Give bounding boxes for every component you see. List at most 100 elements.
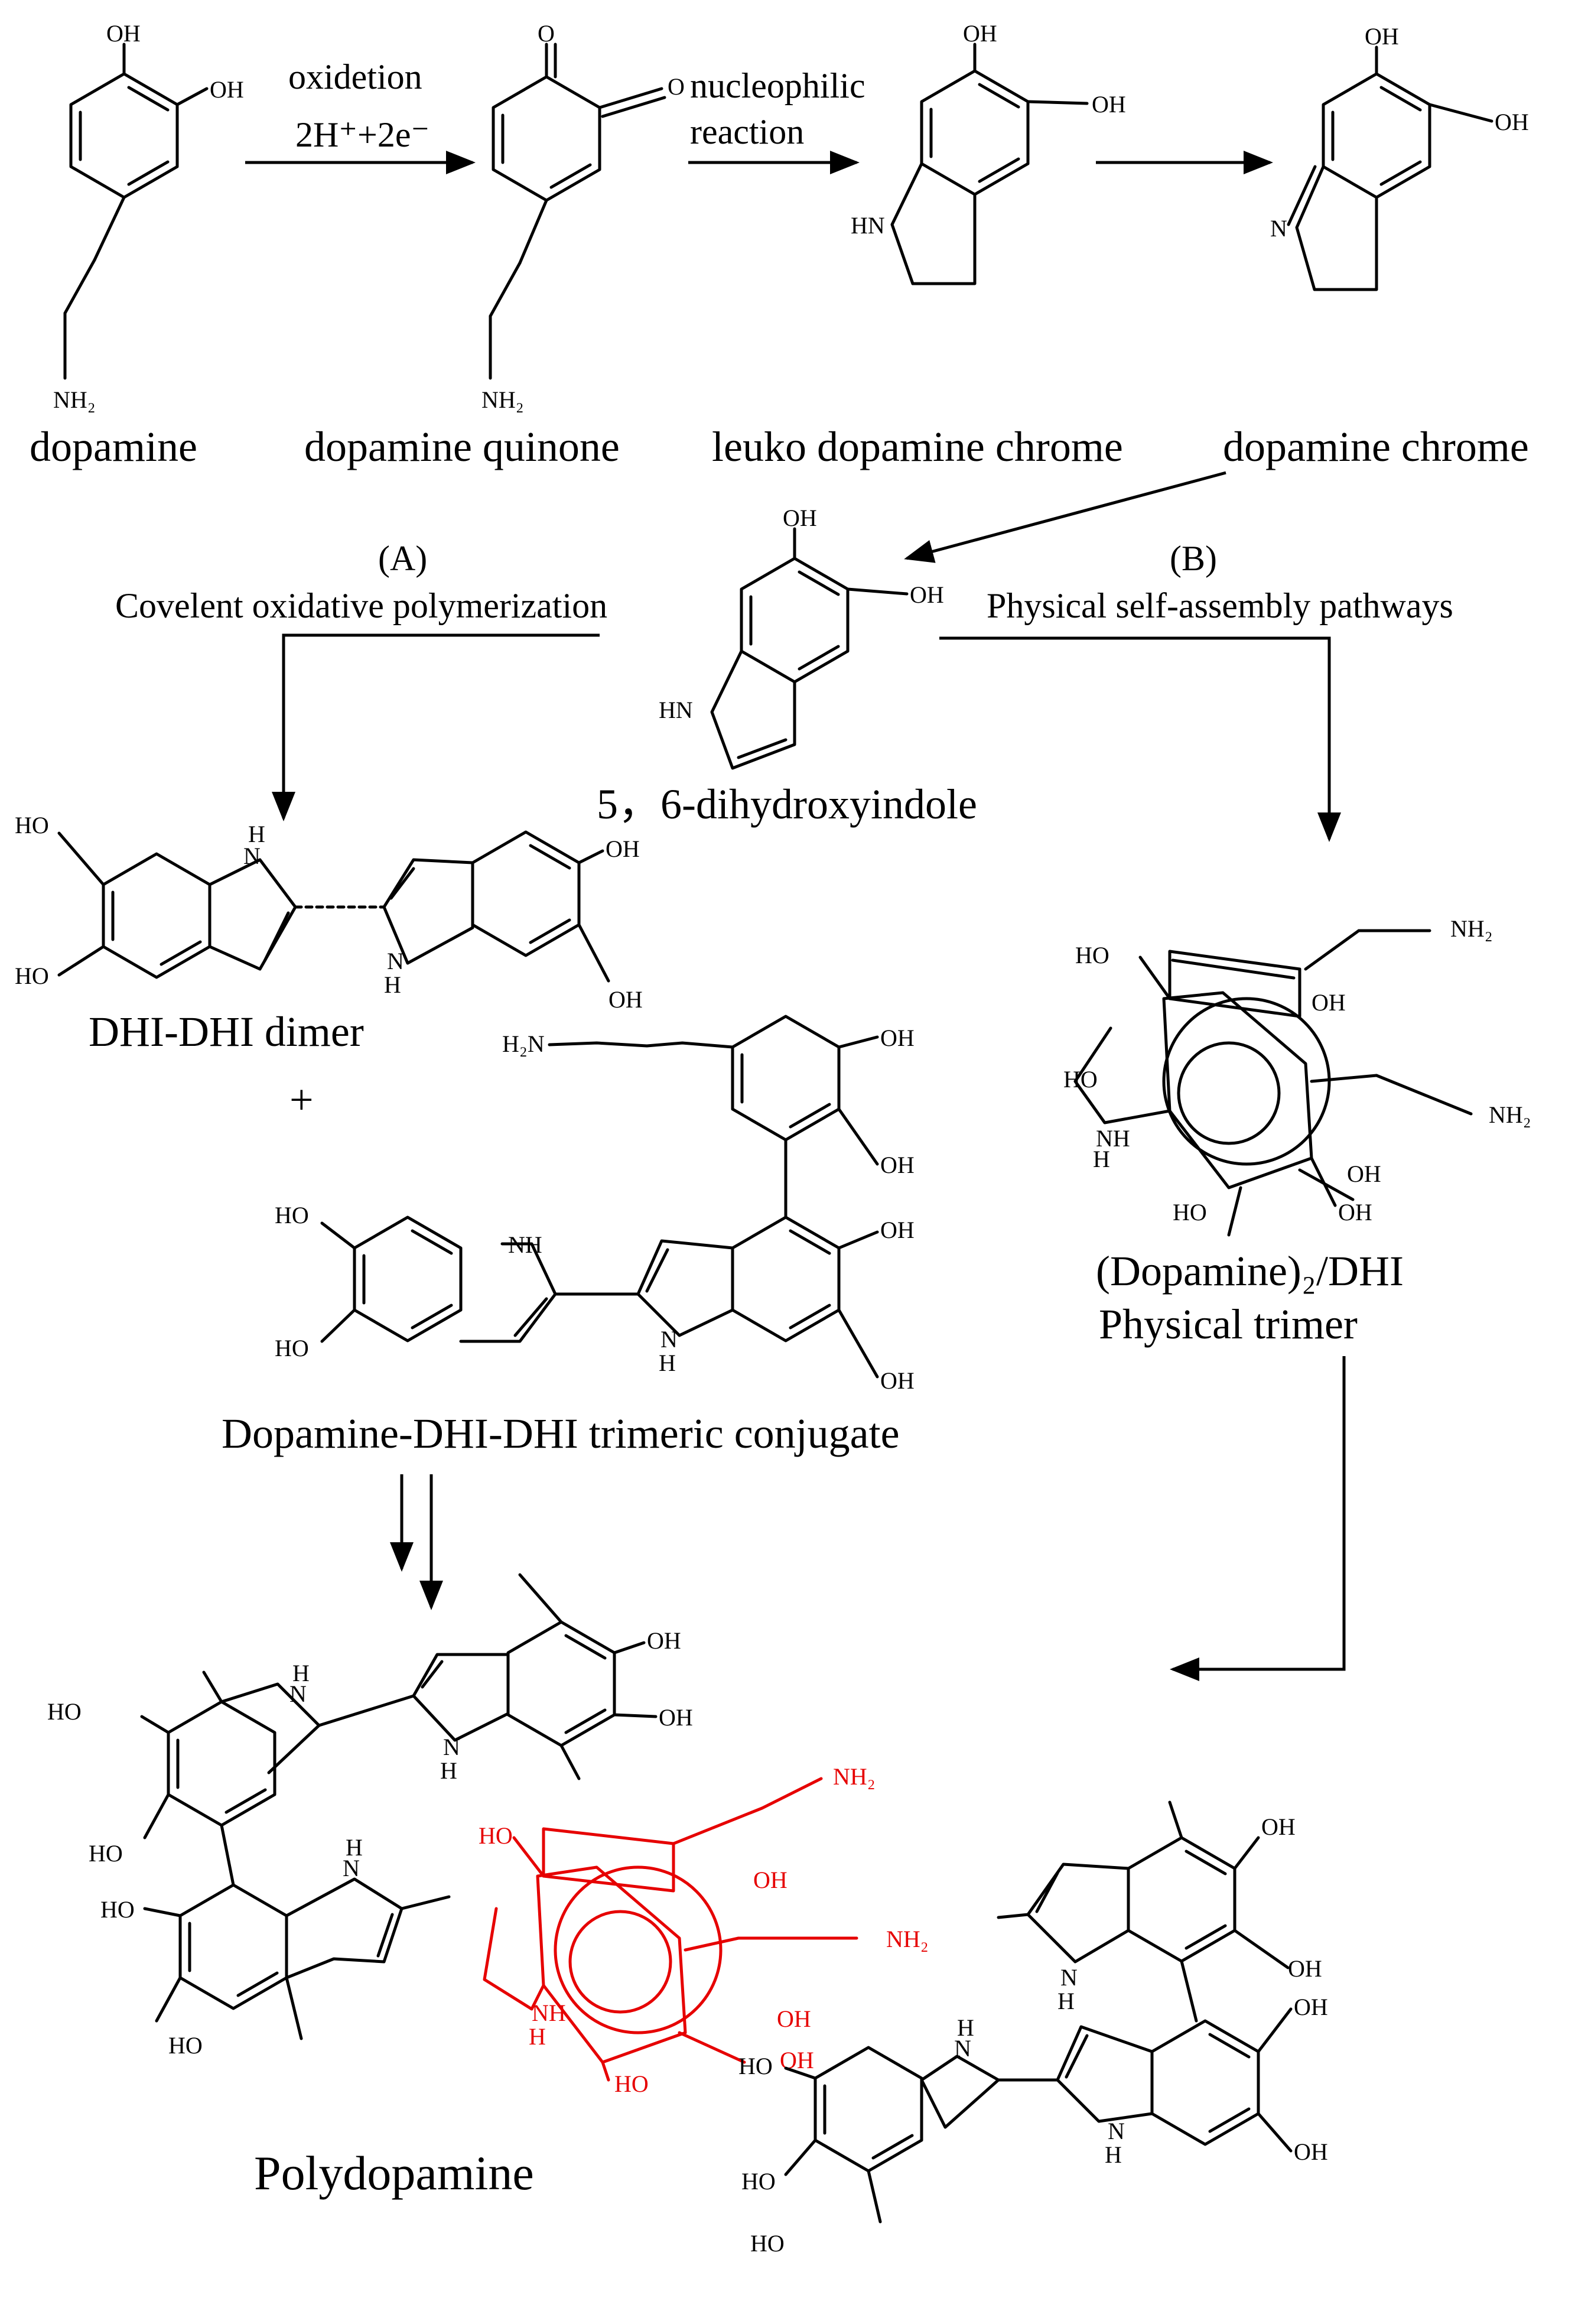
dopamine-structure: OH OH NH₂ <box>53 20 244 413</box>
red-nh2-a: NH₂ <box>833 1763 876 1790</box>
phys-oh-b: OH <box>1347 1161 1381 1187</box>
chrome-n: N <box>1270 215 1287 242</box>
label-dhi-dimer: DHI-DHI dimer <box>89 1008 364 1055</box>
physical-trimer-structure: HO NH₂ OH HO NH₂ NH H OH HO OH <box>1063 915 1531 1237</box>
red-oh-a: OH <box>753 1867 788 1893</box>
trimer-nh: NH <box>508 1231 542 1258</box>
oxidation-electrons: 2H⁺+2e⁻ <box>295 115 429 154</box>
leuko-oh-a: OH <box>963 20 997 47</box>
dimer-h-a: H <box>248 821 265 847</box>
pathway-b-tag: (B) <box>1170 539 1217 578</box>
phys-oh-c: OH <box>1338 1199 1372 1226</box>
poly-oh-2: OH <box>659 1704 693 1731</box>
poly-n-3: N <box>343 1855 360 1881</box>
trimeric-conjugate-structure: H₂N OH OH OH OH N H NH HO HO <box>275 1015 915 1394</box>
trimer-ho-a: HO <box>275 1202 309 1228</box>
label-physical-trimer-2: Physical trimer <box>1099 1301 1358 1348</box>
leuko-hn: HN <box>851 212 885 239</box>
dopaminechrome-structure: OH OH N <box>1270 23 1529 291</box>
label-polydopamine: Polydopamine <box>254 2146 534 2200</box>
label-dopamine-quinone: dopamine quinone <box>304 423 620 470</box>
poly-h-r3: H <box>957 2014 974 2041</box>
phys-ho-b: HO <box>1063 1066 1098 1093</box>
label-dhi: 5，6-dihydroxyindole <box>597 781 977 828</box>
poly-h-3: H <box>346 1834 363 1861</box>
pathway-a-arrow <box>272 633 600 821</box>
poly-h-r1: H <box>1057 1988 1075 2014</box>
dhi-structure: OH OH HN <box>659 505 944 770</box>
trimer-n-c: N <box>660 1326 678 1353</box>
dimer-oh-a: OH <box>606 836 640 862</box>
quinone-o-1: O <box>538 20 555 47</box>
label-leuko-dopamine-chrome: leuko dopamine chrome <box>712 423 1123 470</box>
poly-n-2: N <box>443 1734 460 1760</box>
pathway-b-name: Physical self-assembly pathways <box>987 586 1453 625</box>
quinone-nh2: NH₂ <box>481 386 524 413</box>
red-oh-b: OH <box>777 2006 811 2032</box>
poly-oh-r2: OH <box>1288 1955 1322 1982</box>
label-physical-trimer-1: (Dopamine)₂/DHI <box>1096 1247 1404 1295</box>
poly-n-r1: N <box>1060 1964 1078 1991</box>
label-trimeric-conjugate: Dopamine-DHI-DHI trimeric conjugate <box>222 1410 900 1457</box>
poly-n-r2: N <box>1108 2118 1125 2144</box>
red-nh: NH <box>532 2000 566 2026</box>
red-h: H <box>529 2023 546 2050</box>
label-dopamine-chrome: dopamine chrome <box>1223 423 1529 470</box>
dimer-ho-b: HO <box>15 963 49 989</box>
phys-h: H <box>1093 1146 1110 1172</box>
polydopamine-upper-dimer: H N N H OH OH HO HO <box>47 1573 693 1867</box>
poly-h-r2: H <box>1105 2141 1122 2168</box>
dhi-oh-6: OH <box>910 581 944 608</box>
poly-n-1: N <box>289 1681 307 1707</box>
chrome-to-dhi-arrow <box>904 471 1226 563</box>
pathway-a-tag: (A) <box>378 539 427 578</box>
polydopamine-right-units: N H OH OH OH OH N H H N HO HO HO <box>738 1800 1328 2257</box>
poly-ho-4: HO <box>168 2032 203 2059</box>
phys-ho-a: HO <box>1075 942 1109 968</box>
dimer-n-b: N <box>387 948 404 974</box>
leuko-oh-b: OH <box>1092 91 1126 118</box>
dopamine-oh-3: OH <box>210 76 244 103</box>
red-ho-a: HO <box>479 1822 513 1849</box>
poly-h-1: H <box>292 1660 310 1686</box>
phys-nh2-a: NH₂ <box>1450 915 1493 942</box>
dimer-n-a: N <box>243 843 261 869</box>
pathway-a-name: Covelent oxidative polymerization <box>115 586 607 625</box>
red-nh2-b: NH₂ <box>886 1926 929 1952</box>
leuko-dopaminechrome-structure: OH OH HN <box>851 20 1126 285</box>
poly-ho-r5: HO <box>738 2053 773 2079</box>
label-dopamine: dopamine <box>30 423 197 470</box>
dhi-hn: HN <box>659 697 693 723</box>
polydopamine-physical-trimer-red: HO NH₂ OH NH₂ NH H OH OH HO <box>479 1763 929 2097</box>
poly-ho-r6: HO <box>741 2168 776 2195</box>
trimer-ho-b: HO <box>275 1335 309 1361</box>
chrome-oh-b: OH <box>1495 109 1529 135</box>
poly-oh-r3: OH <box>1294 1994 1328 2020</box>
trimer-oh-cat-b: OH <box>880 1152 915 1178</box>
trimer-oh-c: OH <box>880 1217 915 1243</box>
trimer-h-c: H <box>659 1350 676 1376</box>
poly-ho-1: HO <box>47 1698 82 1725</box>
polydopamine-left-lower-unit: H N HO HO <box>100 1824 451 2059</box>
poly-ho-3: HO <box>100 1896 135 1923</box>
dopamine-nh2: NH₂ <box>53 386 96 413</box>
reaction-label: reaction <box>690 112 804 151</box>
quinone-o-2: O <box>668 73 685 100</box>
red-oh-c: OH <box>780 2047 814 2073</box>
nucleophilic-label: nucleophilic <box>690 66 865 105</box>
poly-oh-r1: OH <box>1261 1813 1296 1840</box>
red-ho-b: HO <box>614 2071 649 2097</box>
trimer-oh-cat-a: OH <box>880 1025 915 1051</box>
poly-ho-2: HO <box>89 1840 123 1867</box>
physical-to-polydopamine-arrow <box>1170 1356 1346 1681</box>
dimer-h-b: H <box>384 971 401 998</box>
poly-oh-1: OH <box>647 1627 681 1654</box>
dhi-dimer-structure: HO HO H N N H OH OH <box>15 812 643 1013</box>
dimer-ho-a: HO <box>15 812 49 838</box>
phys-oh-a: OH <box>1312 989 1346 1016</box>
phys-nh2-b: NH₂ <box>1489 1101 1531 1128</box>
poly-oh-r4: OH <box>1294 2138 1328 2165</box>
oxidation-label: oxidetion <box>288 57 422 96</box>
trimer-h2n: H₂N <box>502 1031 545 1057</box>
